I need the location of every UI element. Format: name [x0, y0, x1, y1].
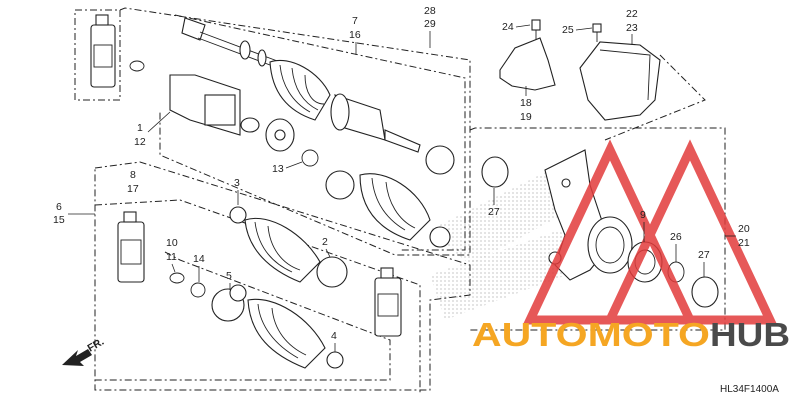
oil-seal-27-left: [481, 156, 509, 188]
grease-bottle-lower-left: [117, 211, 145, 283]
callout-28: 28: [424, 5, 436, 17]
snap-ring-13: [301, 149, 319, 167]
boot-lower-upper: [229, 206, 348, 288]
callout-9: 9: [640, 209, 646, 221]
callout-21: 21: [738, 237, 750, 249]
callout-11: 11: [166, 251, 177, 263]
cv-joint-housing: [169, 74, 260, 136]
callout-22: 22: [626, 8, 638, 20]
driveshaft-outboard: [181, 17, 421, 153]
callout-20: 20: [738, 223, 750, 235]
upper-inner-outline: [174, 14, 466, 251]
upper-group-frame: [74, 9, 121, 101]
dotted-shading-lower: [430, 230, 580, 320]
clip-ring-upper: [129, 60, 145, 72]
boot-band-upper-a: [425, 145, 455, 175]
bolt-24: [531, 19, 541, 40]
callout-8: 8: [130, 169, 136, 181]
callout-13: 13: [272, 163, 284, 175]
callout-17: 17: [127, 183, 139, 195]
callout-29: 29: [424, 18, 436, 30]
callout-26: 26: [670, 231, 682, 243]
callout-18: 18: [520, 97, 532, 109]
callout-14: 14: [193, 253, 205, 265]
callout-2: 2: [322, 236, 328, 248]
bolt-25: [592, 23, 602, 42]
knuckle-group-frame: [469, 127, 726, 331]
front-direction-arrow: [62, 349, 92, 366]
callout-23: 23: [626, 22, 638, 34]
snap-ring-14: [190, 282, 206, 298]
callout-27b: 27: [698, 249, 710, 261]
callout-24: 24: [502, 21, 514, 33]
callout-25: 25: [562, 24, 574, 36]
boot-lower-lower: [211, 284, 344, 369]
clip-ring-lower: [169, 272, 185, 284]
upper-group-outline: [119, 7, 471, 256]
callout-7: 7: [352, 15, 358, 27]
tripod-joint: [265, 118, 295, 152]
callout-1: 1: [137, 122, 143, 134]
watermark-text-left: AUTOMOTO: [472, 316, 710, 353]
callout-12: 12: [134, 136, 146, 148]
lower-group-frame: [94, 161, 471, 391]
callout-5: 5: [226, 270, 232, 282]
callout-27a: 27: [488, 206, 500, 218]
callout-19: 19: [520, 111, 532, 123]
inboard-boot-upper: [359, 173, 451, 248]
boot-band-upper-b: [325, 170, 355, 200]
watermark-logo: [522, 139, 778, 325]
guard-frame: [604, 54, 706, 141]
watermark-text-right: HUB: [710, 316, 790, 353]
guard-plate-22: [579, 41, 661, 121]
guard-plate-18: [499, 37, 556, 91]
grease-bottle-lower-right: [374, 267, 402, 337]
callout-4: 4: [331, 330, 337, 342]
callout-6: 6: [56, 201, 62, 213]
callout-labels: 7 16 28 29 1 12 13 24 25 22 23 18 19 8 1…: [53, 5, 750, 352]
lower-inner-frame-b: [95, 251, 391, 381]
callout-3: 3: [234, 177, 240, 189]
callout-16: 16: [349, 29, 361, 41]
grease-bottle-upper: [90, 14, 116, 88]
callout-10: 10: [166, 237, 178, 249]
oil-seal-27-right: [691, 276, 719, 308]
diagram-code: HL34F1400A: [720, 384, 779, 395]
callout-15: 15: [53, 214, 65, 226]
